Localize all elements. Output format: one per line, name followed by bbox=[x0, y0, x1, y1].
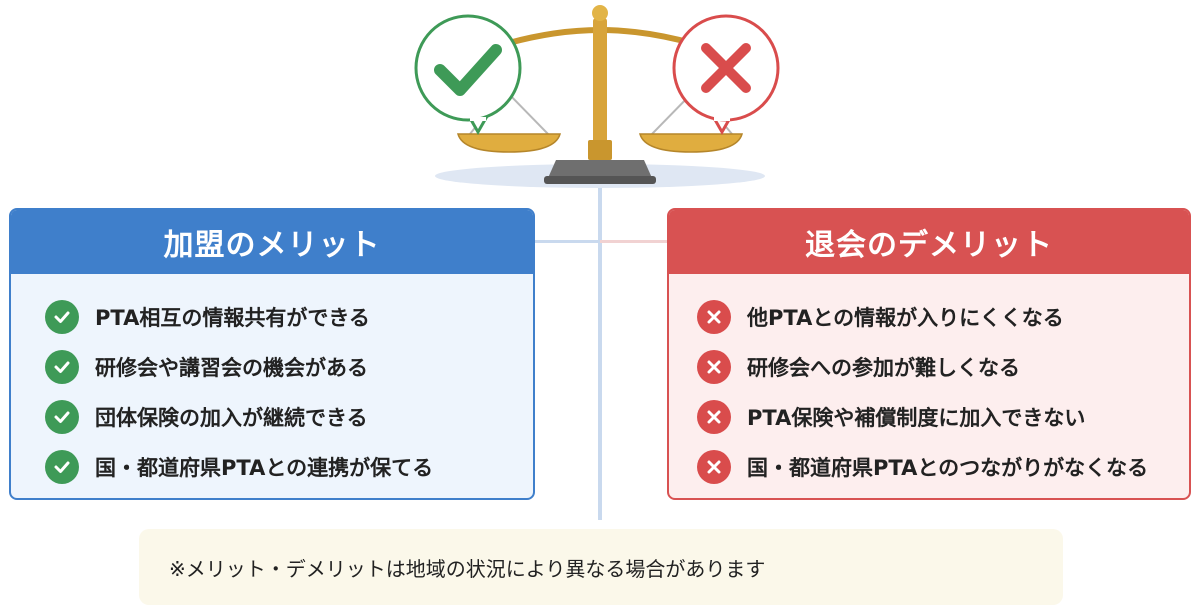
left-connector-line bbox=[534, 240, 600, 243]
demerit-item-text: PTA保険や補償制度に加入できない bbox=[747, 406, 1086, 430]
center-connector-line bbox=[598, 188, 602, 520]
check-bubble-icon bbox=[414, 14, 522, 136]
right-pan bbox=[639, 133, 743, 153]
footnote: ※メリット・デメリットは地域の状況により異なる場合があります bbox=[139, 529, 1063, 605]
merit-item-text: 国・都道府県PTAとの連携が保てる bbox=[95, 456, 434, 480]
cross-bubble-icon bbox=[672, 14, 780, 136]
check-circle-icon bbox=[45, 400, 79, 434]
check-circle-icon bbox=[45, 300, 79, 334]
cross-circle-icon bbox=[697, 450, 731, 484]
left-pan bbox=[457, 133, 561, 153]
demerit-item: 研修会への参加が難しくなる bbox=[697, 342, 1189, 392]
merit-item-text: 団体保険の加入が継続できる bbox=[95, 406, 368, 430]
scale-pillar bbox=[593, 18, 607, 148]
merit-item: 国・都道府県PTAとの連携が保てる bbox=[45, 442, 533, 492]
check-circle-icon bbox=[45, 350, 79, 384]
demerit-item: 国・都道府県PTAとのつながりがなくなる bbox=[697, 442, 1189, 492]
demerit-list: 他PTAとの情報が入りにくくなる 研修会への参加が難しくなる PTA保険や補償制… bbox=[669, 274, 1189, 492]
merit-item: 団体保険の加入が継続できる bbox=[45, 392, 533, 442]
check-circle-icon bbox=[45, 450, 79, 484]
cross-circle-icon bbox=[697, 300, 731, 334]
merit-panel: 加盟のメリット PTA相互の情報共有ができる 研修会や講習会の機会がある 団体保… bbox=[9, 208, 535, 500]
scale-base bbox=[548, 160, 652, 178]
scale-finial bbox=[592, 5, 608, 21]
balance-scale-illustration bbox=[414, 5, 780, 188]
merit-item: PTA相互の情報共有ができる bbox=[45, 292, 533, 342]
merit-item: 研修会や講習会の機会がある bbox=[45, 342, 533, 392]
demerit-title: 退会のデメリット bbox=[669, 210, 1189, 274]
demerit-item-text: 他PTAとの情報が入りにくくなる bbox=[747, 306, 1064, 330]
demerit-item: 他PTAとの情報が入りにくくなる bbox=[697, 292, 1189, 342]
cross-circle-icon bbox=[697, 350, 731, 384]
merit-item-text: 研修会や講習会の機会がある bbox=[95, 356, 368, 380]
demerit-panel: 退会のデメリット 他PTAとの情報が入りにくくなる 研修会への参加が難しくなる … bbox=[667, 208, 1191, 500]
merit-title: 加盟のメリット bbox=[11, 210, 533, 274]
demerit-item-text: 国・都道府県PTAとのつながりがなくなる bbox=[747, 456, 1149, 480]
demerit-item-text: 研修会への参加が難しくなる bbox=[747, 356, 1020, 380]
demerit-item: PTA保険や補償制度に加入できない bbox=[697, 392, 1189, 442]
cross-circle-icon bbox=[697, 400, 731, 434]
merit-item-text: PTA相互の情報共有ができる bbox=[95, 306, 370, 330]
right-connector-line bbox=[600, 240, 668, 243]
merit-list: PTA相互の情報共有ができる 研修会や講習会の機会がある 団体保険の加入が継続で… bbox=[11, 274, 533, 492]
